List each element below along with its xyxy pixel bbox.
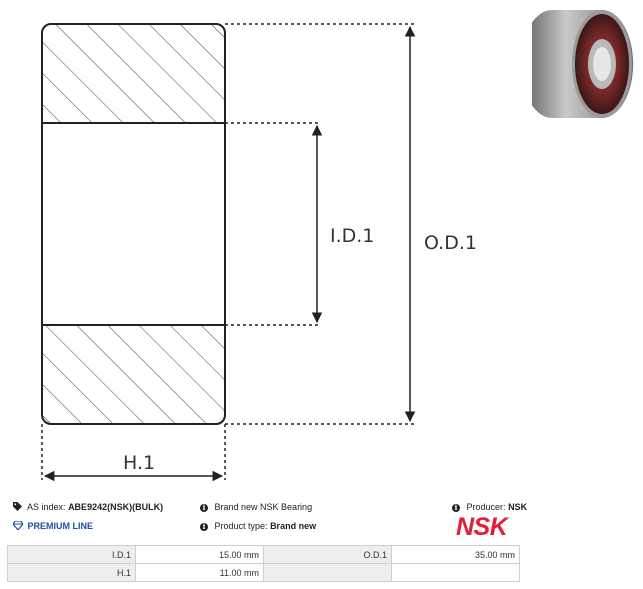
table-row: I.D.1 15.00 mm O.D.1 35.00 mm xyxy=(7,545,521,564)
description-text: Brand new NSK Bearing xyxy=(214,502,313,512)
premium-line-row: PREMIUM LINE xyxy=(12,520,94,531)
specs-table: I.D.1 15.00 mm O.D.1 35.00 mm H.1 11.00 … xyxy=(7,545,521,582)
outer-ring-bottom-section xyxy=(42,325,225,424)
product-type-value: Brand new xyxy=(270,521,317,531)
tag-icon xyxy=(13,502,22,511)
as-index-value: ABE9242(NSK)(BULK) xyxy=(68,502,164,512)
h-label: H.1 xyxy=(123,452,155,474)
bearing-photo xyxy=(532,10,634,118)
info-icon: i xyxy=(200,523,208,531)
spec-value: 11.00 mm xyxy=(134,563,264,582)
as-index-row: AS index: ABE9242(NSK)(BULK) xyxy=(13,502,163,512)
bearing-cross-section-drawing: I.D.1 O.D.1 H.1 xyxy=(41,23,477,482)
info-icon: i xyxy=(200,504,208,512)
product-type-label: Product type: xyxy=(214,521,268,531)
producer-row: i Producer: NSK xyxy=(452,502,527,512)
spec-value: 15.00 mm xyxy=(134,545,264,564)
table-row: H.1 11.00 mm xyxy=(7,563,521,582)
producer-label: Producer: xyxy=(466,502,506,512)
spec-value xyxy=(390,563,521,582)
description-row: i Brand new NSK Bearing xyxy=(200,502,312,512)
as-index-label: AS index: xyxy=(27,502,66,512)
spec-label xyxy=(262,563,392,582)
spec-value: 35.00 mm xyxy=(390,545,521,564)
premium-line-label: PREMIUM LINE xyxy=(27,521,94,531)
bearing-outline xyxy=(41,23,226,425)
od-label: O.D.1 xyxy=(424,232,477,254)
outer-ring-top-section xyxy=(42,24,225,123)
spec-label: I.D.1 xyxy=(7,545,136,564)
info-icon: i xyxy=(452,504,460,512)
product-type-row: i Product type: Brand new xyxy=(200,521,316,531)
spec-label: O.D.1 xyxy=(262,545,392,564)
id-label: I.D.1 xyxy=(330,225,374,247)
nsk-logo: NSK xyxy=(456,513,508,541)
diamond-icon xyxy=(12,520,24,531)
producer-value: NSK xyxy=(508,502,528,512)
spec-label: H.1 xyxy=(7,563,136,582)
